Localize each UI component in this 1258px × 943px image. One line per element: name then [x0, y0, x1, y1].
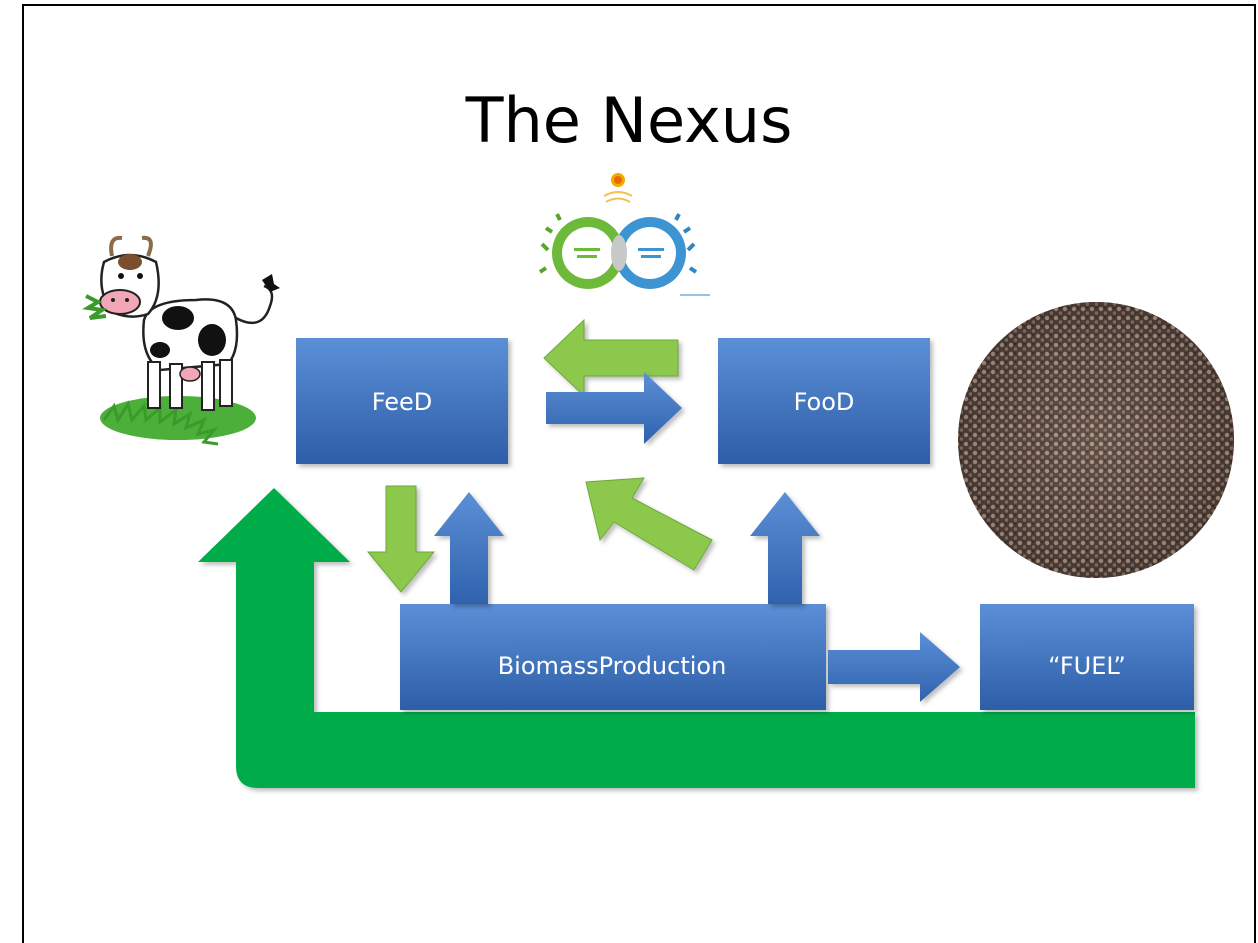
- food-label: FooD: [794, 388, 855, 416]
- feed-to-biomass-arrow: [366, 485, 436, 593]
- food-to-feed-arrow: [543, 318, 679, 398]
- cow-icon: [82, 235, 280, 446]
- feed-to-food-arrow: [546, 372, 682, 444]
- biomass-to-feed-arrow: [434, 492, 504, 604]
- fuel-label: “FUEL”: [1048, 652, 1126, 680]
- return-arrow: [198, 488, 1195, 788]
- crowd-icon: [958, 302, 1234, 578]
- feed-label: FeeD: [372, 388, 433, 416]
- page-title: The Nexus: [465, 84, 793, 157]
- biomass-label: BiomassProduction: [498, 652, 727, 680]
- feed-box: [296, 338, 508, 464]
- biomass-to-food-arrow: [750, 492, 820, 604]
- diagonal-green-arrow: [585, 477, 713, 571]
- bioeconomy-logo-icon: [538, 173, 710, 296]
- biomass-box: [400, 604, 826, 710]
- fuel-box: [980, 604, 1194, 710]
- biomass-to-fuel-arrow: [828, 632, 960, 702]
- slide-frame: [22, 4, 1256, 943]
- food-box: [718, 338, 930, 464]
